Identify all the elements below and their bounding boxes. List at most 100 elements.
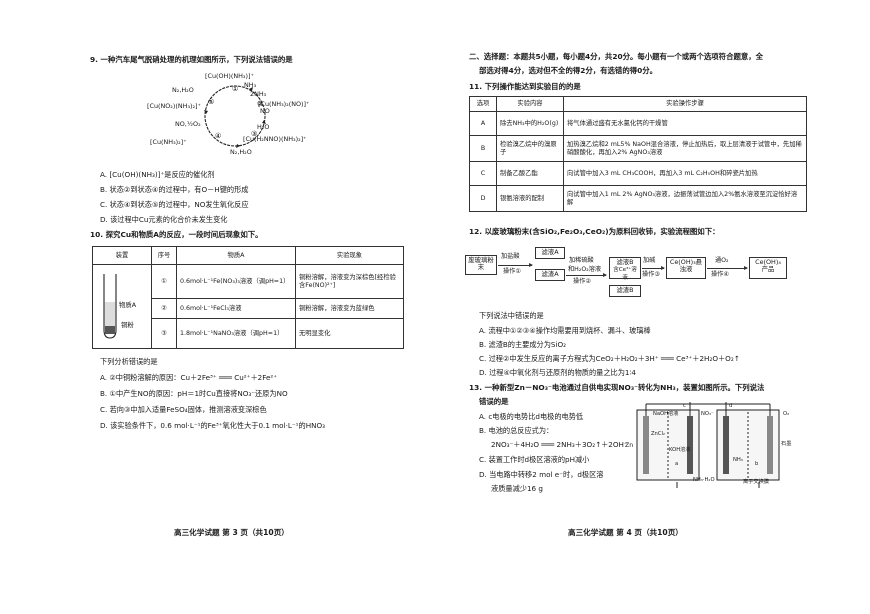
- q13-option-a: A. c电极的电势比d电极的电势低: [479, 412, 584, 421]
- flow-step3: 加碱: [643, 257, 656, 264]
- apparatus-label-a: 物质A: [119, 301, 137, 309]
- q11-row-b-steps: 加热溴乙烷和2 mL5% NaOH混合溶液，停止加热后，取上层清液于试管中，先加…: [563, 135, 807, 162]
- q11-row-a-opt: A: [469, 111, 497, 136]
- q9-option-d: D. 该过程中Cu元素的化合价未发生变化: [100, 215, 228, 224]
- label-b: b: [755, 461, 759, 467]
- q11-row-d-steps: 向试管中加入1 mL 2% AgNO₃溶液，边振荡试管边加入2%氨水溶液至沉淀恰…: [563, 185, 807, 212]
- q13-cell-diagram: Zn NaOH溶液 ZnCl₂ KOH溶液 NO₃⁻ O₂ 石墨 离子交换膜 N…: [623, 400, 813, 490]
- flow-op2: 操作②: [573, 278, 591, 285]
- flow-filtrate-a: 滤液A: [535, 247, 565, 259]
- q10-header-observation: 实验现象: [295, 246, 404, 265]
- q12-option-b: B. 滤渣B的主要成分为SiO₂: [479, 340, 567, 349]
- svg-text:④: ④: [215, 132, 221, 140]
- label-zncl2: ZnCl₂: [651, 431, 665, 437]
- flow-residue-a: 滤渣A: [535, 269, 565, 281]
- label-c: c: [683, 403, 686, 409]
- q11-table: 选项 实验内容 实验操作步骤 A 除去NH₃中的H₂O(g) 将气体通过盛有无水…: [469, 96, 807, 212]
- q11-stem: 11. 下列操作能达到实验目的的是: [469, 82, 581, 91]
- svg-text:①: ①: [232, 85, 238, 93]
- q11-header-option: 选项: [469, 96, 497, 112]
- q10-option-c: C. 若向③中加入适量FeSO₄固体，推测溶液变深棕色: [100, 405, 267, 414]
- flow-arrow-2: [566, 273, 607, 277]
- flow-step1: 加盐酸: [501, 253, 520, 260]
- q10-table: 装置 序号 物质A 实验现象 物质A 铜粉 ① 0.6mol·L⁻¹Fe(NO₃…: [92, 246, 404, 349]
- svg-text:⑤: ⑤: [208, 98, 214, 106]
- flow-op4: 操作④: [711, 271, 729, 278]
- q9-stem: 9. 一种汽车尾气脱硝处理的机理如图所示，下列说法错误的是: [90, 55, 293, 64]
- q12-option-d: D. 过程④中氧化剂与还原剂的物质的量之比为1∶4: [479, 368, 636, 377]
- q10-option-d: D. 该实验条件下，0.6 mol·L⁻¹的Fe³⁺氧化性大于0.1 mol·L…: [100, 421, 326, 430]
- q12-flow-chart: 废玻璃粉末 加盐酸 操作① 滤液A 滤渣A 加稀硫酸 和H₂O₂溶液 操作② 滤…: [465, 243, 835, 303]
- q9-cycle-diagram: ① ② ③ ④ ⑤: [204, 85, 266, 148]
- cycle-bottom-left: [Cu(NH₃)₂]⁺: [150, 138, 187, 146]
- flow-arrow-1: [498, 263, 533, 267]
- svg-text:③: ③: [251, 130, 257, 138]
- exam-page-4: 二、选择题：本题共5小题，每小题4分，共20分。每小题有一个或两个选项符合题意，…: [435, 0, 870, 614]
- q11-row-b-content: 检验溴乙烷中的溴原子: [496, 135, 564, 162]
- flow-filtrate-b-label: 滤液B: [616, 258, 634, 266]
- flow-ceoh3: Ce(OH)₃悬浊液: [666, 257, 706, 279]
- q13-option-b: B. 电池的总反应式为：: [479, 426, 554, 435]
- q10-row2-obs: 铜粉溶解，溶液变为蓝绿色: [295, 298, 404, 319]
- q13-option-d: D. 当电路中转移2 mol e⁻时，d极区溶: [479, 470, 604, 479]
- q10-stem: 10. 探究Cu和物质A的反应，一段时间后现象如下。: [90, 230, 263, 239]
- q13-option-b-equation: 2NO₃⁻＋4H₂O ═══ 2NH₃＋3O₂↑＋2OH⁻: [491, 440, 628, 449]
- q10-row3-a: 1.8mol·L⁻¹NaNO₃溶液（调pH=1）: [176, 318, 296, 349]
- q10-apparatus-cell: 物质A 铜粉: [92, 264, 152, 349]
- cycle-o2: NO,½O₂: [175, 120, 201, 128]
- cycle-left: [Cu(NO₂)(NH₃)₂]⁺: [147, 102, 201, 110]
- flow-ce-solution: 含Ce³⁺溶液: [613, 267, 637, 281]
- q12-stem: 12. 以废玻璃粉末(含SiO₂,Fe₂O₃,CeO₂)为原料回收铈，实验流程图…: [469, 227, 720, 236]
- q13-cell-drawing: [636, 400, 780, 488]
- q10-row2-a: 0.6mol·L⁻¹FeCl₃溶液: [176, 298, 296, 319]
- cycle-bottom-right: [Cu(H₂NNO)(NH₃)₂]⁺: [243, 135, 307, 143]
- exam-page-3: 9. 一种汽车尾气脱硝处理的机理如图所示，下列说法错误的是 ① ② ③ ④ ⑤ …: [90, 55, 404, 537]
- label-koh: KOH溶液: [669, 447, 691, 453]
- q11-row-a-steps: 将气体通过盛有无水氯化钙的干燥管: [563, 111, 807, 136]
- q13-stem-2: 错误的是: [479, 397, 509, 406]
- cycle-in1b: 2NH₃: [250, 90, 267, 98]
- q10-header-substance: 物质A: [176, 246, 296, 265]
- test-tube-illustration: [103, 274, 117, 339]
- q13-stem: 13. 一种新型Zn－NO₃⁻电池通过自供电实现NO₃⁻转化为NH₃，装置如图所…: [469, 383, 765, 392]
- q11-row-c-steps: 向试管中加入3 mL CH₃COOH，再加入3 mL C₂H₅OH和碎瓷片加热: [563, 161, 807, 186]
- label-membrane: 离子交换膜: [743, 479, 769, 485]
- flow-step2b: 和H₂O₂溶液: [568, 266, 602, 273]
- flow-product: Ce(OH)₄产品: [749, 257, 787, 279]
- page-footer: 高三化学试题 第 3 页（共10页）: [174, 528, 289, 537]
- flow-start: 废玻璃粉末: [465, 255, 497, 275]
- label-no3: NO₃⁻: [701, 411, 714, 417]
- label-naoh: NaOH溶液: [653, 411, 679, 417]
- label-zn: Zn: [625, 442, 634, 449]
- q12-followup: 下列说法中错误的是: [479, 311, 544, 320]
- flow-op3: 操作③: [642, 271, 660, 278]
- q10-row1-obs: 铜粉溶解，溶液变为深棕色[经检验含Fe(NO)²⁺]: [295, 264, 404, 299]
- q9-option-a: A. [Cu(OH)(NH₃)]⁺是反应的催化剂: [100, 170, 215, 179]
- page-footer: 高三化学试题 第 4 页（共10页）: [568, 528, 683, 537]
- label-o2: O₂: [783, 411, 790, 417]
- label-nh3: NH₃: [733, 457, 743, 463]
- q11-row-b-opt: B: [469, 135, 497, 162]
- q13-option-c: C. 装置工作时d极区溶液的pH减小: [479, 455, 590, 464]
- cycle-top: [Cu(OH)(NH₃)]⁺: [205, 72, 254, 80]
- q10-row3-no: ③: [151, 318, 177, 349]
- q9-option-b: B. 状态②到状态④的过程中，有O－H键的形成: [100, 185, 249, 194]
- q10-row1-no: ①: [151, 264, 177, 299]
- q10-option-b: B. ①中产生NO的原因：pH＝1时Cu直接将NO₃⁻还原为NO: [100, 389, 288, 398]
- q10-row2-no: ②: [151, 298, 177, 319]
- q10-header-apparatus: 装置: [92, 246, 152, 265]
- flow-step2a: 加稀硫酸: [569, 257, 594, 264]
- section-heading-2: 部选对得4分，选对但不全的得2分，有选错的得0分。: [479, 66, 658, 75]
- q11-header-steps: 实验操作步骤: [563, 96, 807, 112]
- flow-arrow-4: [707, 266, 748, 270]
- q12-option-a: A. 流程中①②③④操作均需要用到烧杯、漏斗、玻璃棒: [479, 326, 651, 335]
- q10-followup: 下列分析错误的是: [100, 357, 158, 366]
- svg-text:②: ②: [257, 100, 263, 108]
- cycle-no: NO: [260, 107, 270, 115]
- flow-step4: 通O₂: [715, 257, 729, 264]
- label-nh3h2o: NH₃·H₂O: [693, 477, 715, 483]
- q11-row-d-opt: D: [469, 185, 497, 212]
- q10-row1-a: 0.6mol·L⁻¹Fe(NO₃)₃溶液（调pH=1）: [176, 264, 296, 299]
- q11-row-d-content: 银氨溶液的配制: [496, 185, 564, 212]
- q11-row-c-opt: C: [469, 161, 497, 186]
